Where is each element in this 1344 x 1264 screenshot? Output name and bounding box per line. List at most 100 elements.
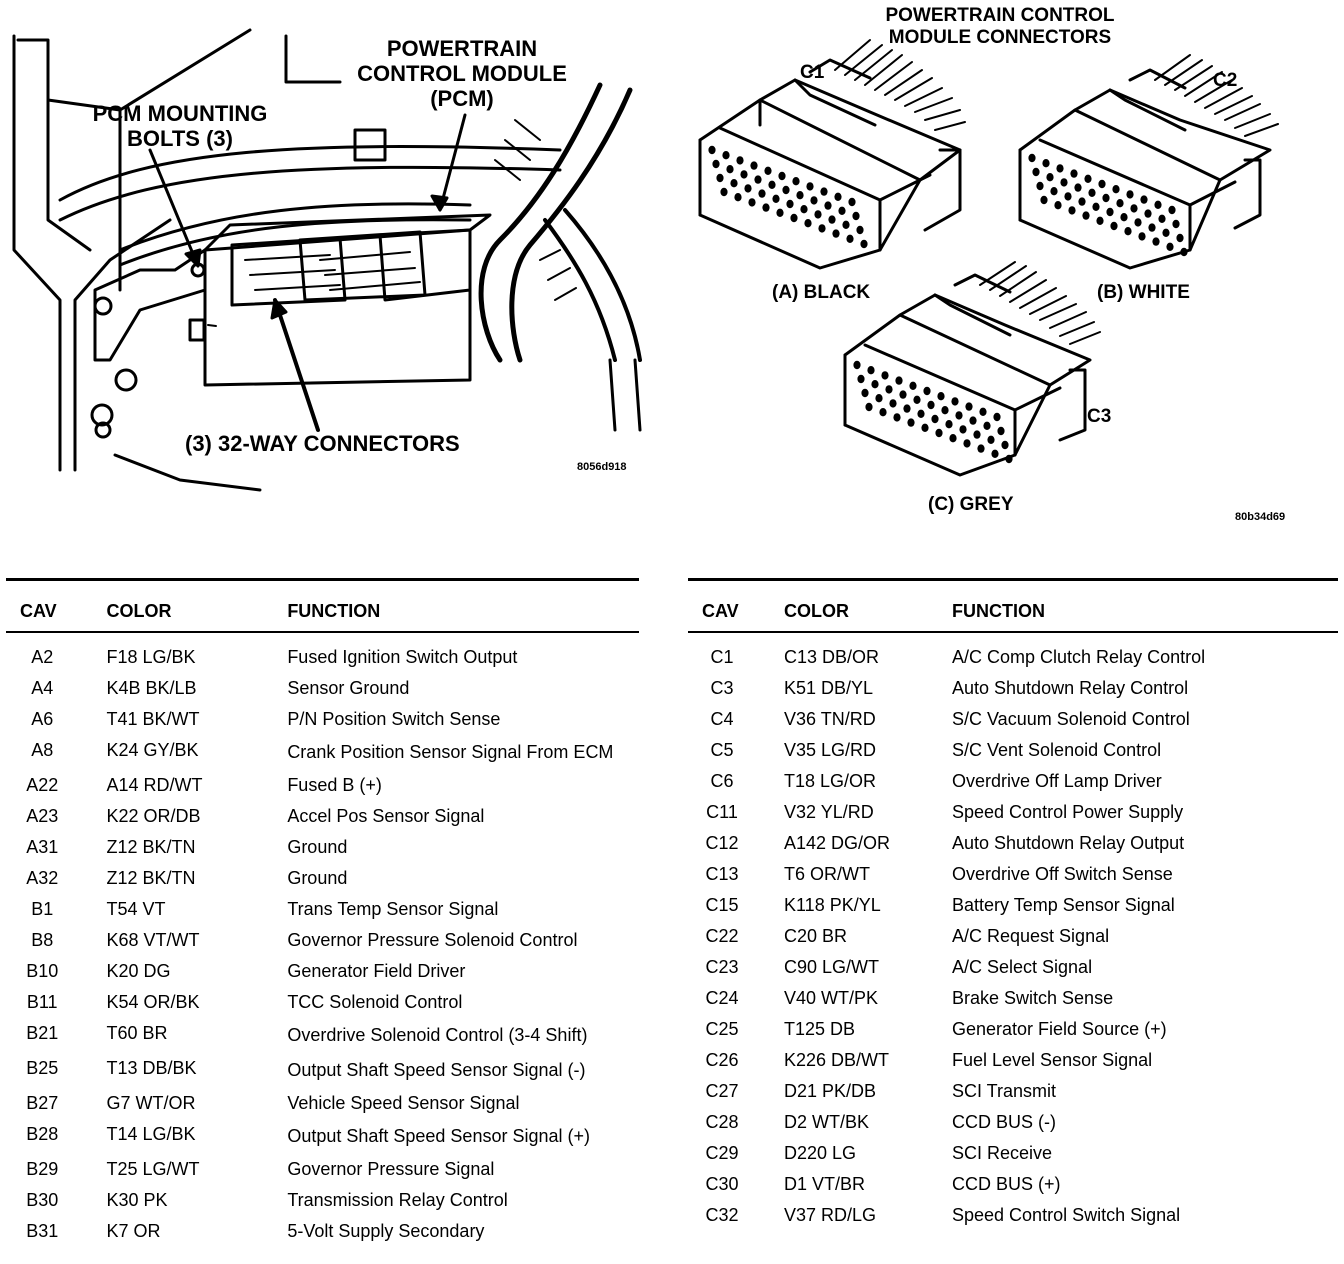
function-cell: Overdrive Off Switch Sense [952, 864, 1173, 884]
pin-cavity [895, 376, 903, 385]
cav-cell: C3 [710, 678, 734, 698]
function-cell: Fused B (+) [287, 775, 382, 795]
pin-cavity [1140, 195, 1148, 204]
pcm-location-drawing [12, 28, 642, 492]
pcm-callout: POWERTRAIN CONTROL MODULE (PCM) [357, 38, 672, 110]
left-figure-id: 8056d918 [577, 461, 627, 473]
pin-cavity [1162, 228, 1170, 237]
pin-cavity [1130, 204, 1138, 213]
cav-cell: B27 [26, 1093, 59, 1113]
color-cell: K54 OR/BK [106, 992, 200, 1012]
cav-cell: B31 [26, 1221, 59, 1241]
cav-cell: C28 [705, 1112, 739, 1132]
color-cell: K118 PK/YL [784, 895, 881, 915]
connectors-title: POWERTRAIN CONTROL MODULE CONNECTORS [885, 6, 1229, 47]
pin-cavity [820, 187, 828, 196]
pin-cavity [941, 406, 949, 415]
color-cell: T60 BR [106, 1023, 168, 1043]
color-cell: V36 TN/RD [784, 709, 876, 729]
cav-cell: B10 [26, 961, 59, 981]
function-cell: A/C Comp Clutch Relay Control [952, 647, 1206, 667]
function-cell: A/C Select Signal [952, 957, 1093, 977]
function-cell: SCI Transmit [952, 1081, 1057, 1101]
function-cell: Governor Pressure Signal [287, 1159, 495, 1179]
pin-cavity [842, 220, 850, 229]
cav-cell: B29 [26, 1159, 59, 1179]
pin-cavity [726, 165, 734, 174]
pin-cavity [979, 407, 987, 416]
color-cell: T125 DB [784, 1019, 856, 1039]
color-cell: T13 DB/BK [106, 1058, 197, 1078]
connectors-drawing [698, 39, 1279, 477]
pin-cavity [1056, 164, 1064, 173]
cav-cell: B8 [31, 930, 54, 950]
color-cell: D21 PK/DB [784, 1081, 877, 1101]
connector-a-drawing [698, 39, 966, 270]
pin-cavity [867, 366, 875, 375]
pin-cavity [875, 394, 883, 403]
pin-cavity [931, 414, 939, 424]
pin-cavity [716, 173, 724, 183]
color-cell: T14 LG/BK [106, 1124, 196, 1144]
color-cell: V32 YL/RD [784, 802, 874, 822]
pin-cavity [1168, 205, 1176, 215]
color-cell: K7 OR [106, 1221, 161, 1241]
color-header: COLOR [78, 578, 288, 633]
pin-cavity [806, 182, 814, 191]
cav-cell: B11 [26, 992, 58, 1012]
color-header: COLOR [756, 578, 952, 633]
cav-header: CAV [6, 578, 79, 633]
pin-cavity [1158, 214, 1166, 223]
pin-cavity [708, 145, 716, 155]
cav-cell: C1 [710, 647, 734, 667]
pin-cavity [786, 199, 794, 209]
pin-cavity [865, 402, 873, 412]
pin-cavity [853, 360, 861, 370]
pin-cavity [983, 421, 991, 430]
connector-c-drawing [843, 261, 1101, 477]
function-cell: Output Shaft Speed Sensor Signal (+) [287, 1126, 590, 1146]
function-cell: Accel Pos Sensor Signal [287, 806, 485, 826]
pin-cavity [1036, 181, 1044, 191]
pin-cavity [959, 425, 967, 434]
cav-cell: A4 [31, 678, 54, 698]
color-cell: C13 DB/OR [784, 647, 880, 667]
pin-cavity [758, 189, 766, 198]
function-cell: Output Shaft Speed Sensor Signal (-) [287, 1060, 586, 1080]
pin-cavity [740, 170, 748, 179]
function-cell: P/N Position Switch Sense [287, 709, 501, 729]
color-cell: K24 GY/BK [106, 740, 199, 760]
function-cell: Sensor Ground [287, 678, 410, 698]
pin-cavity [734, 193, 742, 202]
pin-cavity [1074, 183, 1082, 192]
pin-cavity [1078, 197, 1086, 206]
pin-cavity [1126, 190, 1134, 199]
pin-cavity [828, 215, 836, 224]
cav-cell: C26 [705, 1050, 739, 1070]
connectors-title-line2: MODULE CONNECTORS [888, 27, 1112, 48]
function-cell: Ground [287, 837, 348, 857]
function-cell: Overdrive Off Lamp Driver [952, 771, 1162, 791]
pin-cavity [1084, 174, 1092, 183]
pin-cavity [935, 428, 943, 438]
pin-cavity [818, 224, 826, 233]
connector-c1-label: C1 [800, 62, 825, 83]
function-cell: TCC Solenoid Control [287, 992, 463, 1012]
function-cell: Auto Shutdown Relay Control [952, 678, 1189, 698]
pin-cavity [856, 225, 864, 235]
color-cell: A14 RD/WT [106, 775, 203, 795]
pin-cavity [871, 380, 879, 389]
pin-cavity [885, 385, 893, 394]
cav-cell: B30 [26, 1190, 59, 1210]
right-figure-id: 80b34d69 [1235, 511, 1286, 523]
connector-a-label: (A) BLACK [772, 282, 871, 303]
